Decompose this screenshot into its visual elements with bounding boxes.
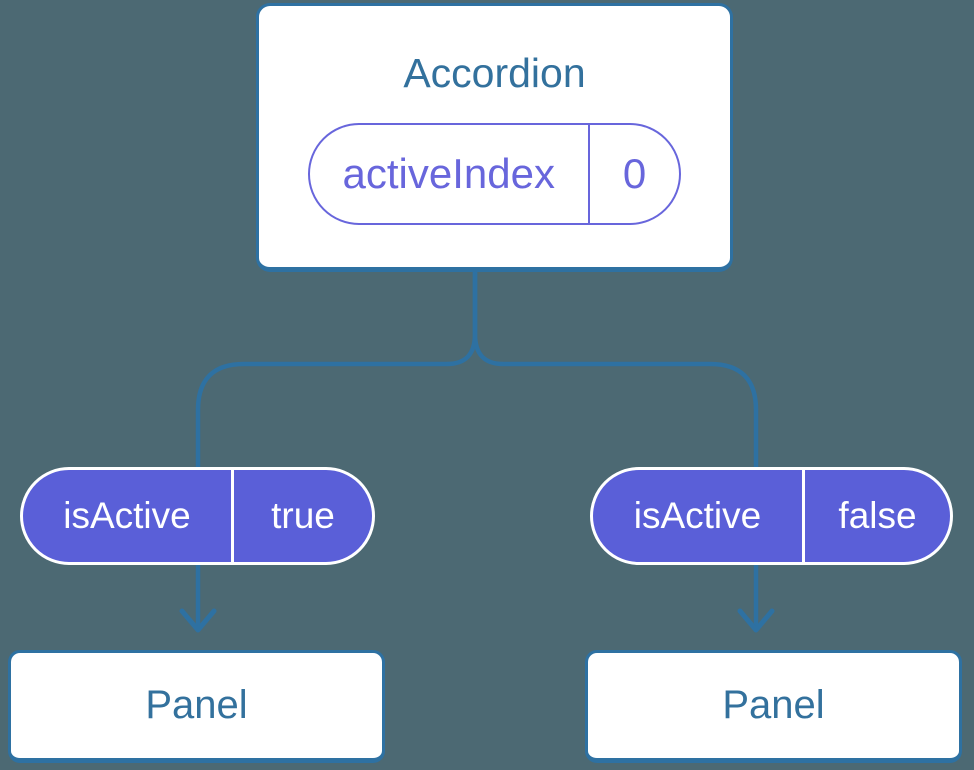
arrow-down-icon (179, 608, 217, 633)
prop-name-left: isActive (63, 495, 191, 536)
state-pill-divider (587, 124, 590, 223)
prop-value-left: true (271, 495, 335, 536)
accordion-card: Accordion activeIndex 0 (256, 3, 733, 272)
connector-branch-right (472, 271, 759, 628)
arrow-down-icon (737, 608, 775, 633)
connector-branch-left (195, 271, 478, 628)
panel-card-right: Panel (585, 650, 962, 763)
state-pill: activeIndex 0 (308, 122, 681, 225)
prop-name-right: isActive (633, 495, 762, 536)
panel-card-left: Panel (8, 650, 385, 763)
prop-pill-divider (231, 470, 234, 562)
panel-title-right: Panel (722, 683, 825, 727)
state-name: activeIndex (342, 149, 555, 197)
prop-pill-right: isActive false (590, 467, 953, 565)
prop-pill-left: isActive true (20, 467, 375, 565)
state-value: 0 (622, 149, 647, 197)
prop-pill-divider (802, 470, 805, 562)
accordion-title: Accordion (403, 49, 586, 96)
panel-title-left: Panel (145, 683, 248, 727)
prop-value-right: false (838, 495, 917, 536)
